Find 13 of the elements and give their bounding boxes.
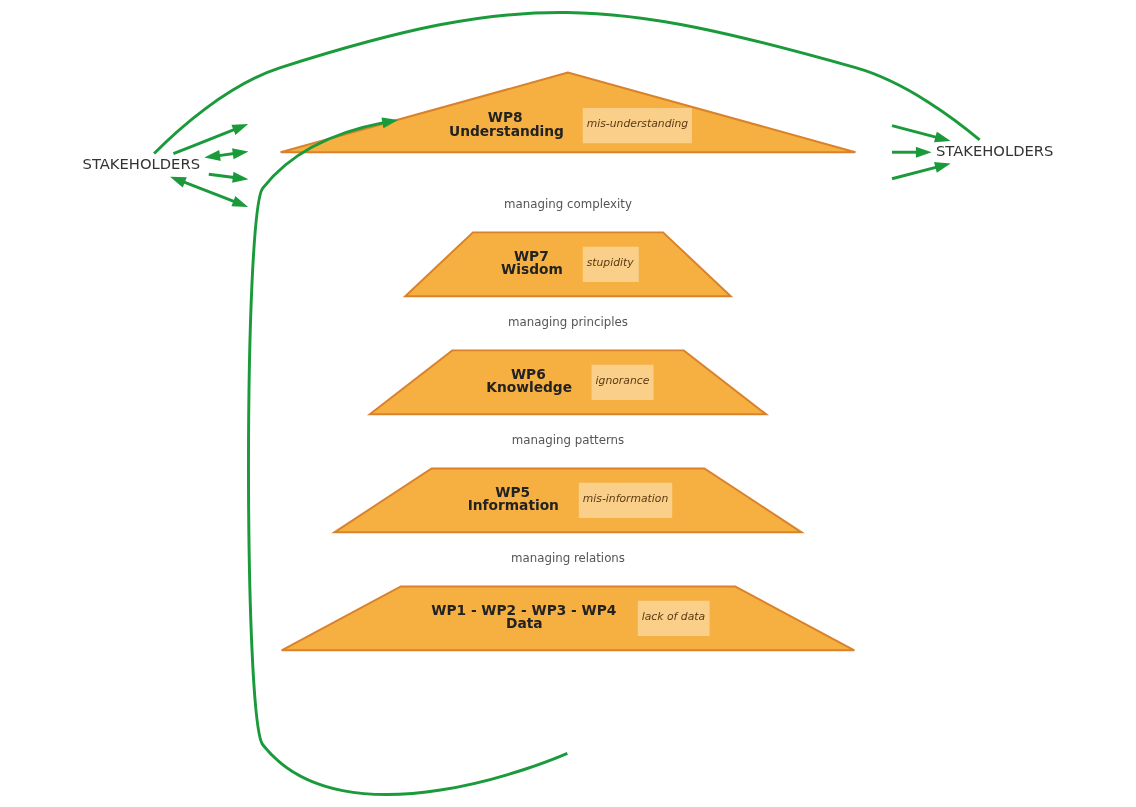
node-text: STAKEHOLDERS — [935, 141, 1054, 159]
arrow — [170, 176, 249, 207]
arrow — [892, 146, 932, 158]
label: managing principles — [508, 315, 628, 330]
label: managing relations — [510, 551, 625, 566]
label: managing patterns — [511, 433, 625, 448]
label: managing complexity — [504, 197, 632, 212]
arrow — [891, 162, 951, 181]
arrow — [208, 171, 249, 183]
connector — [153, 11, 981, 155]
arrow — [891, 124, 951, 143]
arrow — [247, 117, 568, 796]
node-text: STAKEHOLDERS — [82, 155, 201, 173]
